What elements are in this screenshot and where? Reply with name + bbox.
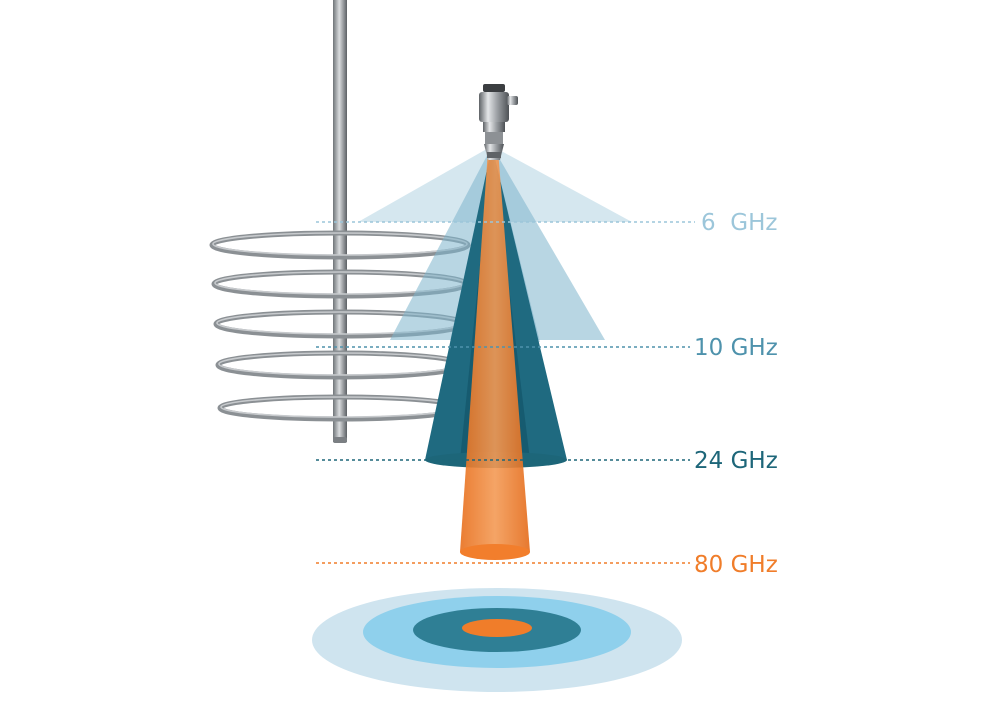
beam-cones — [358, 146, 632, 560]
beam-footprints — [312, 588, 682, 692]
label-24ghz: 24 GHz — [694, 448, 778, 474]
label-10ghz: 10 GHz — [694, 335, 778, 361]
beam-cone-80ghz — [460, 150, 530, 552]
label-6ghz: 6 GHz — [701, 210, 777, 236]
label-80ghz: 80 GHz — [694, 552, 778, 578]
frequency-labels: 6 GHz 10 GHz 24 GHz 80 GHz — [694, 210, 778, 578]
radar-sensor — [479, 84, 518, 160]
agitator-shaft — [333, 0, 347, 442]
footprint-80ghz — [462, 619, 532, 637]
level-lines — [316, 221, 695, 564]
